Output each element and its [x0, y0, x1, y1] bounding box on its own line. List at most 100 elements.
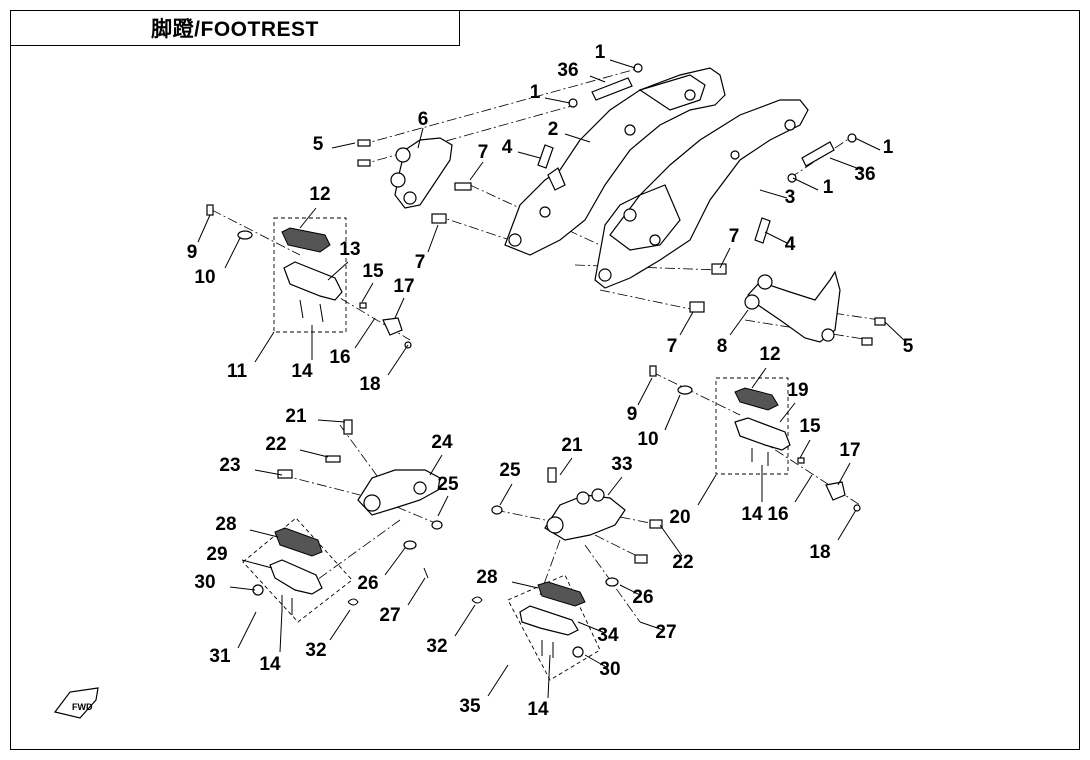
callout-c12b: 12: [759, 344, 780, 365]
callout-c10a: 10: [194, 267, 215, 288]
leader-line-c12a: [299, 207, 317, 229]
bolts: [206, 63, 886, 395]
leader-line-c14d: [547, 654, 551, 699]
callout-c7c: 7: [729, 226, 740, 247]
leader-line-c1b: [544, 97, 571, 104]
callout-c4b: 4: [785, 234, 796, 255]
assembly-box-20: [715, 377, 789, 475]
leader-line-c15b: [799, 439, 811, 459]
callout-c16b: 16: [767, 504, 788, 525]
callout-c36a: 36: [557, 60, 578, 81]
leader-line-c34: [577, 621, 606, 634]
callout-c1a: 1: [595, 42, 606, 63]
leader-line-c4b: [764, 231, 788, 244]
leader-line-c11: [254, 331, 275, 363]
leader-line-c27a: [407, 577, 426, 606]
callout-c5b: 5: [903, 336, 914, 357]
callout-c32b: 32: [426, 636, 447, 657]
callout-c17b: 17: [839, 440, 860, 461]
callout-c14a: 14: [291, 361, 313, 382]
leader-line-c35: [487, 664, 509, 697]
leader-line-c1c: [854, 137, 881, 151]
assembly-box-35: [507, 574, 601, 681]
callout-c30b: 30: [599, 659, 620, 680]
callout-c26b: 26: [632, 587, 653, 608]
callout-c20: 20: [669, 507, 690, 528]
callout-c2: 2: [548, 119, 559, 140]
callout-c27b: 27: [655, 622, 676, 643]
leader-line-c7c: [719, 247, 731, 269]
callout-c26a: 26: [357, 573, 378, 594]
callout-c11: 11: [227, 361, 248, 382]
leader-line-c31: [237, 611, 257, 649]
leader-line-c25b: [499, 483, 513, 506]
leader-line-c18a: [387, 344, 409, 376]
leader-line-c2: [564, 133, 591, 143]
rubber-pads: [537, 77, 835, 244]
leader-line-c27b: [639, 621, 664, 631]
callout-c6: 6: [418, 109, 429, 130]
leader-line-c29: [241, 559, 273, 569]
callout-c3: 3: [785, 187, 796, 208]
callout-c28b: 28: [476, 567, 497, 588]
leader-line-c36b: [829, 157, 863, 171]
callout-c18a: 18: [359, 374, 380, 395]
callout-c9a: 9: [187, 242, 198, 263]
diagram-frame: [10, 10, 1080, 750]
leader-line-c30b: [584, 654, 609, 669]
leader-line-c26b: [619, 584, 641, 596]
callout-c31: 31: [209, 646, 231, 667]
leader-line-c5b: [884, 321, 907, 343]
passenger-bracket-24: [277, 419, 443, 579]
leader-line-c17b: [837, 462, 851, 486]
callout-c22b: 22: [672, 552, 693, 573]
callout-c1d: 1: [823, 177, 834, 198]
left-hanger-6: [390, 137, 453, 209]
callout-c15b: 15: [799, 416, 821, 437]
callout-c19: 19: [787, 380, 808, 401]
callout-c5a: 5: [313, 134, 324, 155]
callout-c34: 34: [597, 625, 619, 646]
callout-c22a: 22: [265, 434, 286, 455]
right-bracket: [594, 99, 809, 289]
leader-line-c32b: [454, 604, 476, 637]
leader-line-c22b: [659, 524, 683, 557]
leader-line-c9a: [197, 214, 211, 243]
assembly-box-11: [273, 217, 347, 333]
leader-line-c22a: [299, 449, 329, 458]
fwd-arrow-icon: FWD: [53, 687, 99, 719]
callout-c9b: 9: [627, 404, 638, 425]
fwd-label: FWD: [72, 702, 93, 712]
callout-c28a: 28: [215, 514, 236, 535]
leader-line-c12b: [751, 367, 767, 389]
callout-c7b: 7: [415, 252, 426, 273]
callout-c4a: 4: [502, 137, 513, 158]
leader-line-c8: [729, 309, 749, 336]
passenger-bracket-33: [491, 467, 663, 587]
callout-c36b: 36: [854, 164, 875, 185]
leader-line-c5a: [331, 142, 356, 149]
leader-line-c21b: [559, 457, 573, 476]
callout-c7a: 7: [478, 142, 489, 163]
page-title-box: 脚蹬/FOOTREST: [10, 10, 460, 46]
leader-line-c6: [417, 127, 424, 149]
leader-line-c33: [607, 476, 623, 496]
callout-c29: 29: [206, 544, 227, 565]
callout-c14b: 14: [741, 504, 763, 525]
leader-line-c20: [697, 474, 717, 506]
callout-c16a: 16: [329, 347, 350, 368]
callout-c23: 23: [219, 455, 240, 476]
callout-c1b: 1: [530, 82, 541, 103]
callout-c27a: 27: [379, 605, 400, 626]
callout-c21a: 21: [285, 406, 307, 427]
leader-line-c25a: [437, 495, 449, 517]
callout-c24: 24: [431, 432, 453, 453]
callout-c10b: 10: [637, 429, 658, 450]
left-bracket: [504, 67, 726, 256]
leader-line-c28a: [249, 529, 279, 538]
leader-line-c10a: [224, 237, 241, 269]
leader-line-c15a: [361, 282, 374, 303]
leader-line-c3: [759, 189, 788, 199]
